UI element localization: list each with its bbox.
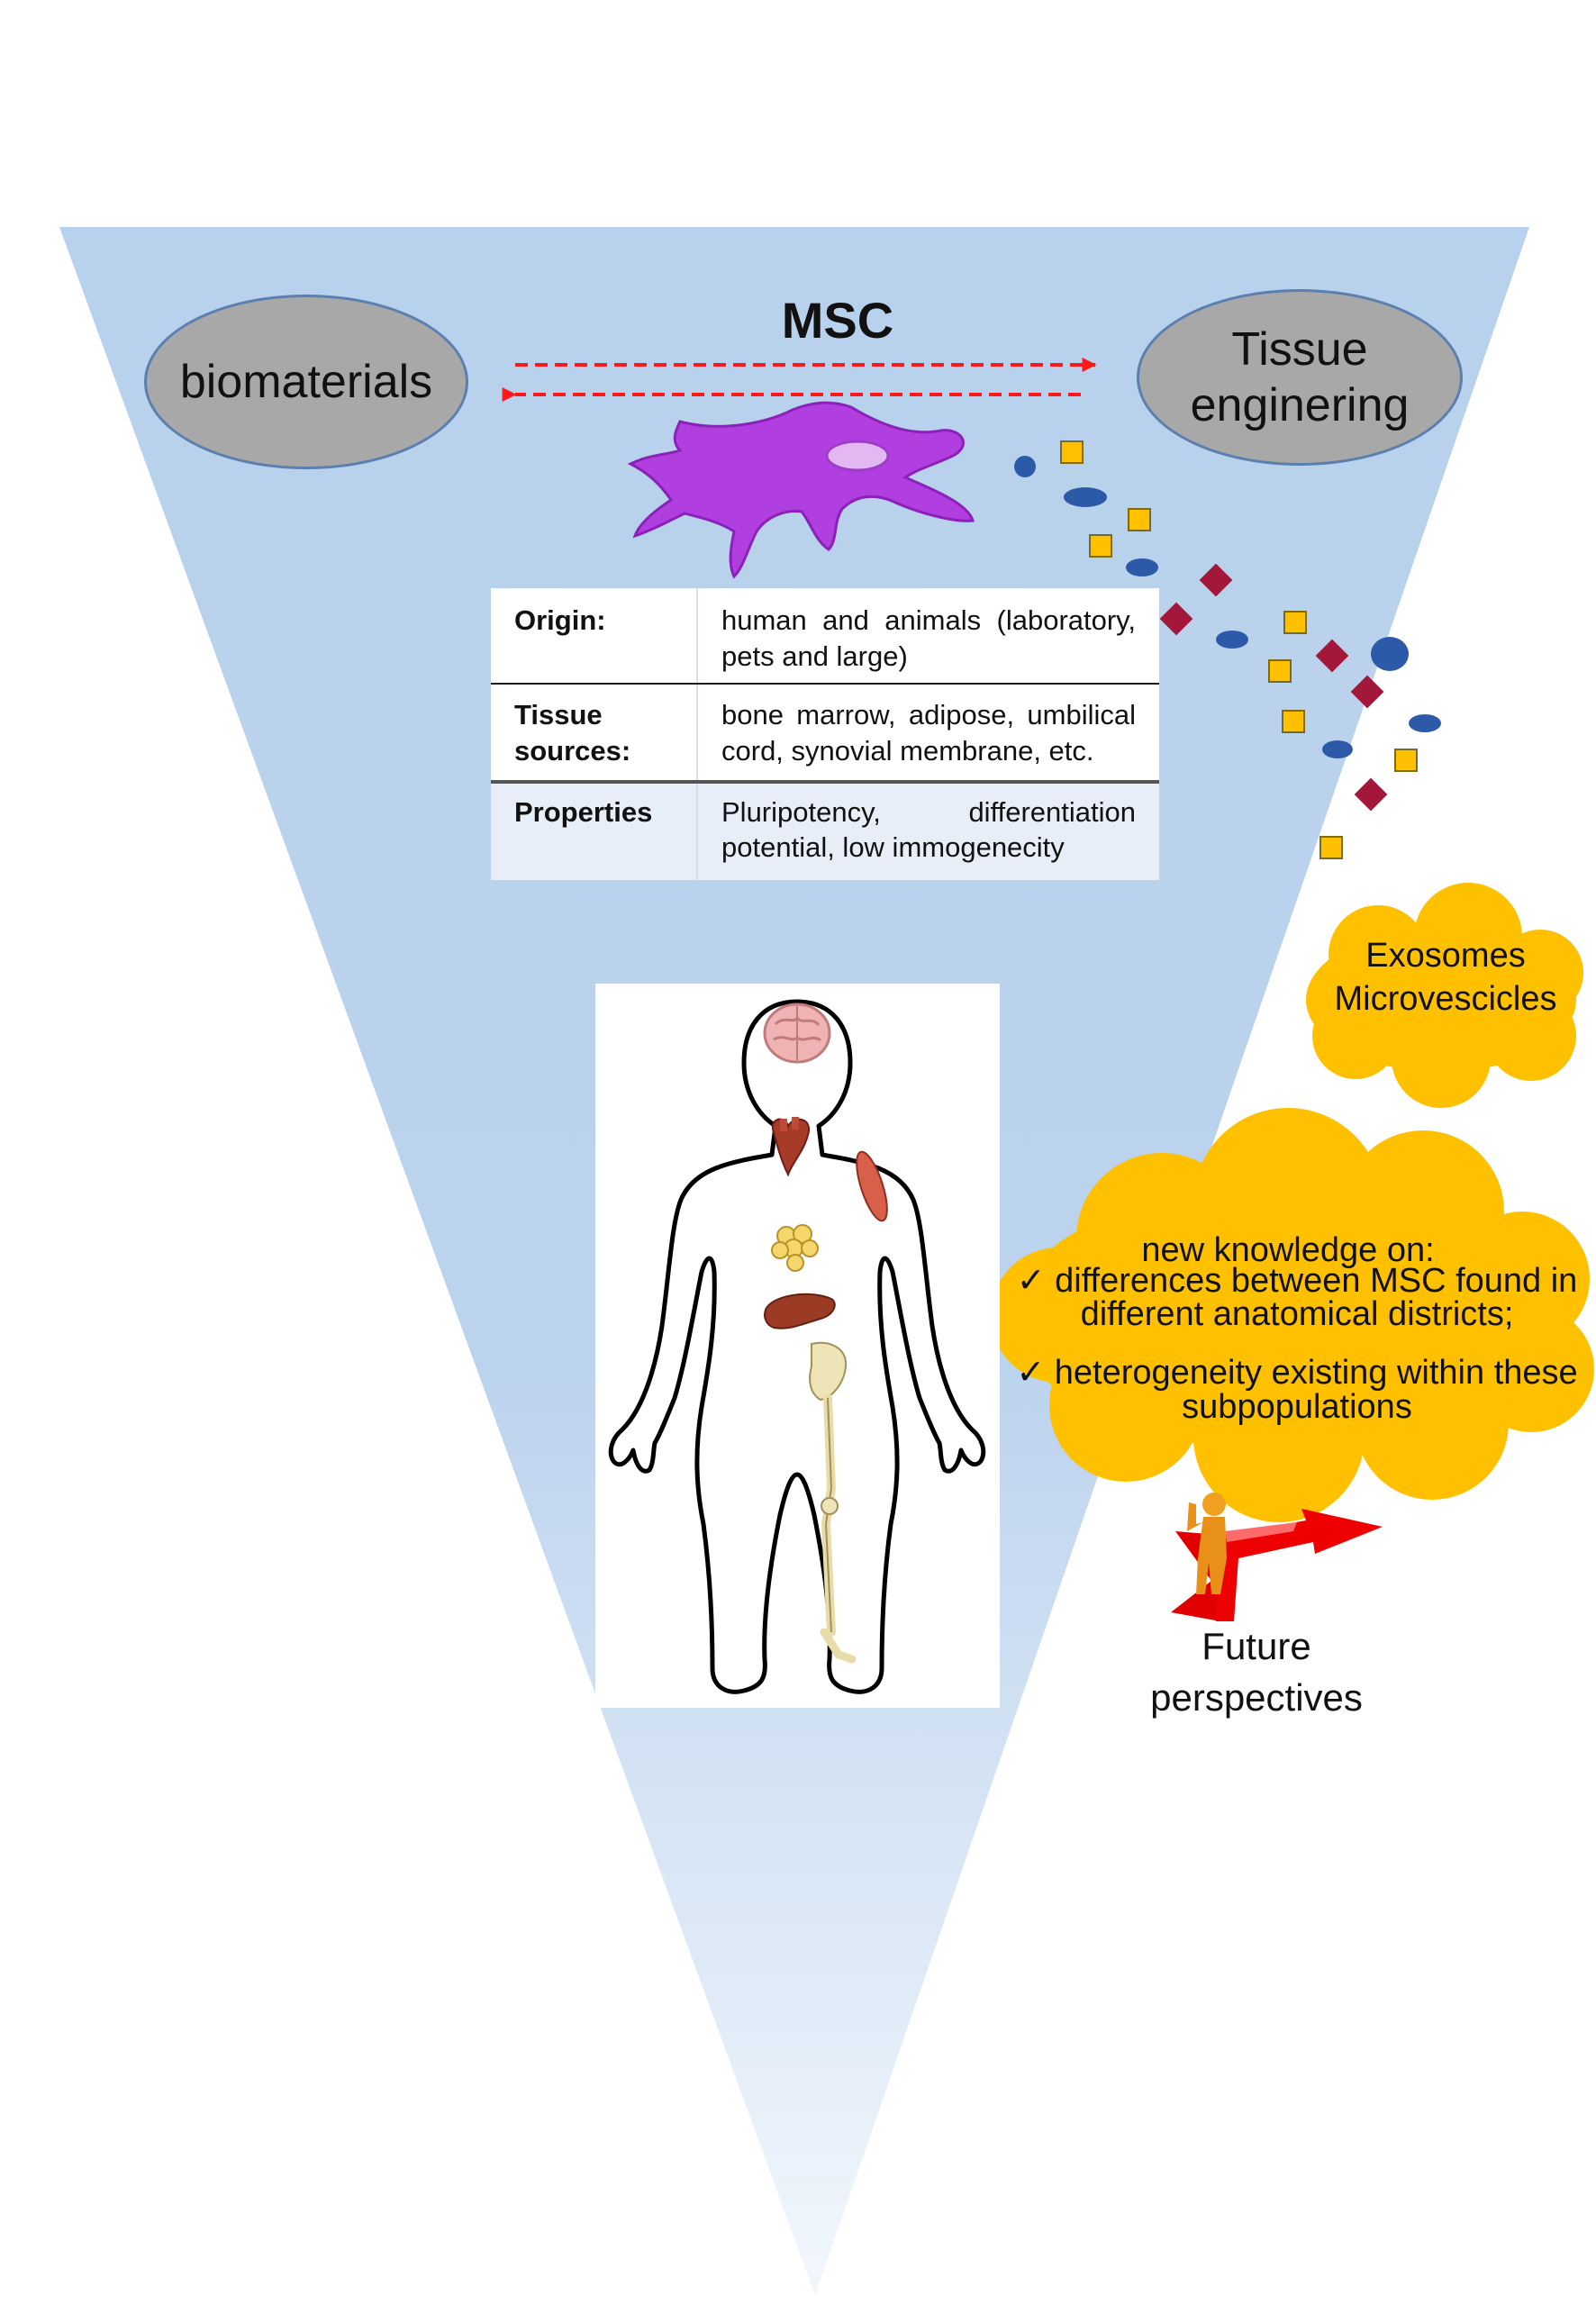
table-value-origin: human and animals (laboratory, pets and … — [696, 588, 1159, 685]
vesicle-stream — [1014, 440, 1441, 859]
tissue-engineering-label: Tissue enginering — [1190, 322, 1410, 431]
biomaterials-node: biomaterials — [144, 295, 468, 469]
knowledge-list: ✓ differences between MSC found in diffe… — [1000, 1262, 1594, 1449]
knowledge-cloud — [991, 1108, 1594, 1522]
biomaterials-label: biomaterials — [179, 355, 433, 408]
table-key-properties: Properties — [491, 781, 697, 881]
future-line-1: Future — [1202, 1625, 1311, 1667]
knowledge-intro: new knowledge on: — [1141, 1231, 1435, 1269]
knowledge-item: ✓ differences between MSC found in diffe… — [1016, 1262, 1578, 1334]
table-key-origin: Origin: — [491, 588, 697, 685]
table-row: Tissue sources: bone marrow, adipose, um… — [491, 684, 1159, 784]
tissue-engineering-node: Tissue enginering — [1137, 289, 1463, 466]
msc-cell-icon — [627, 401, 975, 579]
table-row: Origin: human and animals (laboratory, p… — [491, 588, 1159, 685]
knowledge-item: ✓ heterogeneity existing within these su… — [1016, 1354, 1578, 1426]
exosomes-cloud-text: Exosomes Microvescicles — [1306, 935, 1585, 1021]
diagram-title: MSC — [781, 291, 894, 349]
table-row: Properties Pluripotency, differentiation… — [491, 781, 1159, 881]
table-value-properties: Pluripotency, differentiation potential,… — [696, 781, 1159, 881]
exosomes-label: Exosomes — [1365, 937, 1526, 975]
msc-info-table: Origin: human and animals (laboratory, p… — [491, 588, 1159, 881]
human-body-figure — [595, 984, 1000, 1708]
future-line-2: perspectives — [1150, 1675, 1363, 1719]
table-key-tissue-sources: Tissue sources: — [491, 684, 697, 784]
crossroads-person-icon — [1171, 1493, 1383, 1621]
exosomes-cloud — [1306, 883, 1583, 1108]
human-body-icon — [608, 999, 986, 1694]
table-value-tissue-sources: bone marrow, adipose, umbilical cord, sy… — [696, 684, 1159, 784]
microvescicles-label: Microvescicles — [1334, 979, 1557, 1018]
future-perspectives-label: Future perspectives — [1108, 1621, 1405, 1723]
